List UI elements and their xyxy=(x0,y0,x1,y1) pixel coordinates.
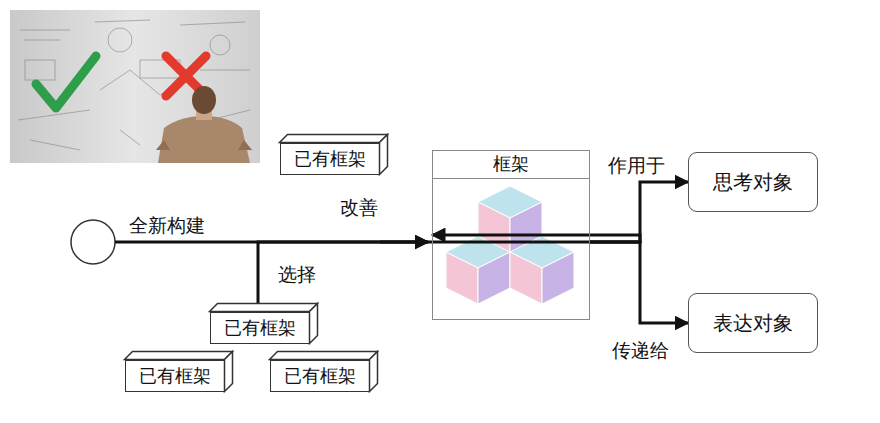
node-text: 框架 xyxy=(433,151,589,179)
node-text: 已有框架 xyxy=(224,316,296,340)
box-depth-faces xyxy=(281,144,282,145)
edge-label: 选择 xyxy=(276,262,318,288)
node-text: 已有框架 xyxy=(139,364,211,388)
node-text: 已有框架 xyxy=(294,147,366,171)
start-circle xyxy=(71,220,115,264)
box-depth-faces xyxy=(126,361,127,362)
edge-label: 作用于 xyxy=(606,153,667,179)
node-text: 思考对象 xyxy=(713,169,793,196)
target-box: 思考对象 xyxy=(688,152,818,212)
existing-framework-box: 已有框架 xyxy=(210,312,310,344)
existing-framework-box: 已有框架 xyxy=(280,143,380,175)
box-depth-faces xyxy=(271,361,272,362)
edge-label: 改善 xyxy=(338,195,380,221)
framework-box: 框架 xyxy=(432,150,590,320)
existing-framework-box: 已有框架 xyxy=(125,360,225,392)
node-text: 表达对象 xyxy=(713,310,793,337)
box-depth-faces xyxy=(211,313,212,314)
node-text: 已有框架 xyxy=(284,364,356,388)
path-label: 全新构建 xyxy=(127,213,207,239)
edge-label: 传递给 xyxy=(610,338,671,364)
target-box: 表达对象 xyxy=(688,293,818,353)
connector-arrow xyxy=(590,242,688,323)
connector-arrow xyxy=(590,182,688,242)
cubes-illustration xyxy=(446,186,574,304)
connector-arrow xyxy=(258,242,428,312)
existing-framework-box: 已有框架 xyxy=(270,360,370,392)
